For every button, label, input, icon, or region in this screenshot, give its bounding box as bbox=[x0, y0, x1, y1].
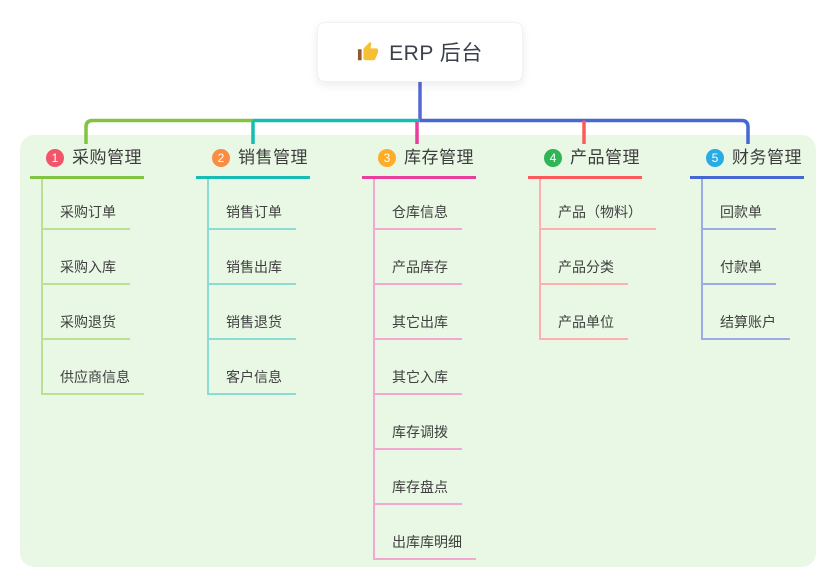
branch-sales-header: 2 销售管理 bbox=[196, 147, 310, 179]
child-label: 供应商信息 bbox=[60, 369, 130, 385]
branch-label: 产品管理 bbox=[570, 148, 640, 167]
branch-sales: 2 销售管理 销售订单 销售出库 销售退货 客户信息 bbox=[196, 147, 356, 395]
child-label: 产品分类 bbox=[558, 259, 614, 275]
child-node: 库存调拨 bbox=[375, 395, 462, 450]
branch-label: 财务管理 bbox=[732, 148, 802, 167]
branch-product: 4 产品管理 产品（物料） 产品分类 产品单位 bbox=[528, 147, 688, 340]
child-label: 产品（物料） bbox=[558, 204, 642, 220]
branch-product-children: 产品（物料） 产品分类 产品单位 bbox=[539, 179, 688, 340]
child-node: 产品（物料） bbox=[541, 179, 656, 230]
child-label: 销售订单 bbox=[226, 204, 282, 220]
child-label: 库存盘点 bbox=[392, 479, 448, 495]
branch-purchase-children: 采购订单 采购入库 采购退货 供应商信息 bbox=[41, 179, 190, 395]
branch-number-badge: 1 bbox=[46, 149, 64, 167]
child-node: 其它入库 bbox=[375, 340, 462, 395]
branches-panel bbox=[20, 135, 816, 567]
child-node: 采购订单 bbox=[43, 179, 130, 230]
child-label: 其它出库 bbox=[392, 314, 448, 330]
child-label: 销售出库 bbox=[226, 259, 282, 275]
child-label: 产品库存 bbox=[392, 259, 448, 275]
branch-label: 销售管理 bbox=[238, 148, 308, 167]
child-node: 产品分类 bbox=[541, 230, 628, 285]
child-node: 付款单 bbox=[703, 230, 776, 285]
branch-number-badge: 5 bbox=[706, 149, 724, 167]
child-node: 产品单位 bbox=[541, 285, 628, 340]
branch-product-header: 4 产品管理 bbox=[528, 147, 642, 179]
child-node: 产品库存 bbox=[375, 230, 462, 285]
child-label: 出库库明细 bbox=[392, 534, 462, 550]
child-node: 采购入库 bbox=[43, 230, 130, 285]
branch-inventory: 3 库存管理 仓库信息 产品库存 其它出库 其它入库 库存调拨 库存盘点 出库库… bbox=[362, 147, 522, 560]
child-node: 客户信息 bbox=[209, 340, 296, 395]
child-label: 结算账户 bbox=[720, 314, 776, 330]
branch-sales-children: 销售订单 销售出库 销售退货 客户信息 bbox=[207, 179, 356, 395]
child-node: 采购退货 bbox=[43, 285, 130, 340]
root-node: ERP 后台 bbox=[317, 22, 523, 82]
child-label: 采购入库 bbox=[60, 259, 116, 275]
branch-purchase-header: 1 采购管理 bbox=[30, 147, 144, 179]
branch-finance-children: 回款单 付款单 结算账户 bbox=[701, 179, 839, 340]
child-label: 客户信息 bbox=[226, 369, 282, 385]
child-label: 回款单 bbox=[720, 204, 762, 220]
child-node: 其它出库 bbox=[375, 285, 462, 340]
branch-label: 库存管理 bbox=[404, 148, 474, 167]
child-node: 结算账户 bbox=[703, 285, 790, 340]
child-node: 供应商信息 bbox=[43, 340, 144, 395]
branch-purchase: 1 采购管理 采购订单 采购入库 采购退货 供应商信息 bbox=[30, 147, 190, 395]
child-label: 产品单位 bbox=[558, 314, 614, 330]
child-label: 库存调拨 bbox=[392, 424, 448, 440]
child-node: 销售订单 bbox=[209, 179, 296, 230]
thumbs-up-icon bbox=[358, 41, 379, 61]
branch-finance-header: 5 财务管理 bbox=[690, 147, 804, 179]
branch-inventory-header: 3 库存管理 bbox=[362, 147, 476, 179]
child-node: 出库库明细 bbox=[375, 505, 476, 560]
child-label: 付款单 bbox=[720, 259, 762, 275]
child-label: 其它入库 bbox=[392, 369, 448, 385]
child-node: 库存盘点 bbox=[375, 450, 462, 505]
child-node: 仓库信息 bbox=[375, 179, 462, 230]
child-node: 销售出库 bbox=[209, 230, 296, 285]
root-title: ERP 后台 bbox=[389, 42, 483, 65]
branch-number-badge: 4 bbox=[544, 149, 562, 167]
child-node: 回款单 bbox=[703, 179, 776, 230]
child-label: 仓库信息 bbox=[392, 204, 448, 220]
child-label: 销售退货 bbox=[226, 314, 282, 330]
child-node: 销售退货 bbox=[209, 285, 296, 340]
branch-inventory-children: 仓库信息 产品库存 其它出库 其它入库 库存调拨 库存盘点 出库库明细 bbox=[373, 179, 522, 560]
child-label: 采购订单 bbox=[60, 204, 116, 220]
child-label: 采购退货 bbox=[60, 314, 116, 330]
branch-label: 采购管理 bbox=[72, 148, 142, 167]
branch-number-badge: 3 bbox=[378, 149, 396, 167]
branch-finance: 5 财务管理 回款单 付款单 结算账户 bbox=[690, 147, 839, 340]
branch-number-badge: 2 bbox=[212, 149, 230, 167]
